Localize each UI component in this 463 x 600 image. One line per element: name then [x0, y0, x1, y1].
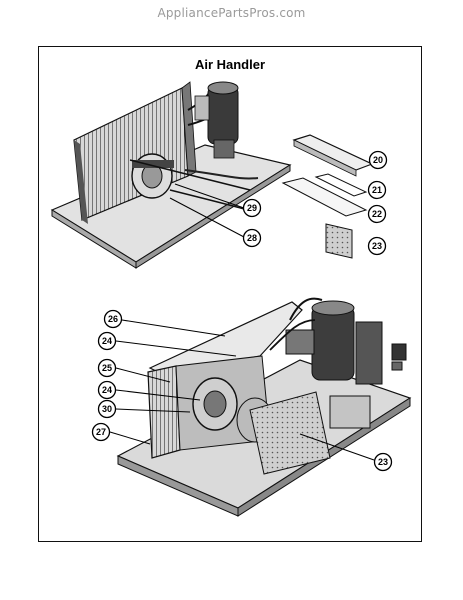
svg-text:20: 20 [373, 155, 383, 165]
svg-text:26: 26 [108, 314, 118, 324]
part-22-panel [281, 177, 368, 217]
bottom-assembly [109, 297, 412, 517]
bottom-heater-block [249, 391, 331, 475]
callout-24-lower: 24 [97, 380, 117, 400]
callout-23-bottom: 23 [373, 452, 393, 472]
bottom-switch [391, 343, 407, 361]
svg-text:21: 21 [372, 185, 382, 195]
top-compressor [207, 85, 239, 145]
callout-20: 20 [368, 150, 388, 170]
svg-text:29: 29 [247, 203, 257, 213]
callout-25: 25 [97, 358, 117, 378]
callout-21: 21 [367, 180, 387, 200]
svg-text:23: 23 [378, 457, 388, 467]
bottom-compressor [311, 305, 355, 381]
diagram-title: Air Handler [194, 57, 266, 72]
callout-27: 27 [91, 422, 111, 442]
part-21-strip [314, 173, 368, 197]
callout-28: 28 [242, 228, 262, 248]
top-assembly [50, 81, 292, 269]
svg-text:28: 28 [247, 233, 257, 243]
callout-26: 26 [103, 309, 123, 329]
callout-29: 29 [242, 198, 262, 218]
bottom-coil [147, 365, 181, 459]
callout-22: 22 [367, 204, 387, 224]
svg-text:23: 23 [372, 241, 382, 251]
svg-text:24: 24 [102, 336, 112, 346]
svg-text:30: 30 [102, 404, 112, 414]
loose-parts [281, 134, 374, 259]
watermark-text: AppliancePartsPros.com [157, 6, 306, 20]
svg-text:27: 27 [96, 427, 106, 437]
part-23-heater [325, 223, 353, 259]
callout-23-top: 23 [367, 236, 387, 256]
callout-30: 30 [97, 399, 117, 419]
svg-text:24: 24 [102, 385, 112, 395]
diagram-frame: Air Handler [38, 46, 422, 542]
callout-24-upper: 24 [97, 331, 117, 351]
svg-text:25: 25 [102, 363, 112, 373]
svg-text:22: 22 [372, 209, 382, 219]
